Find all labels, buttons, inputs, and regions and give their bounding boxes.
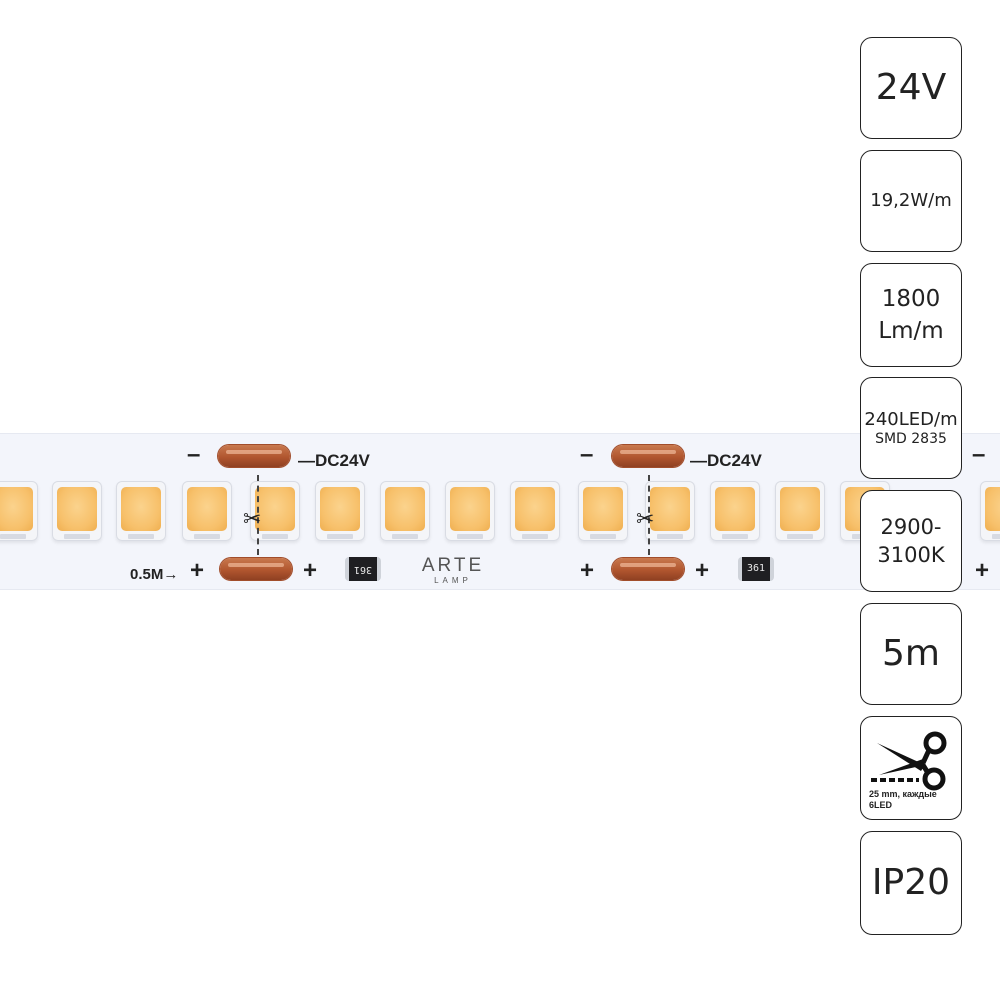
cut-line [257, 475, 259, 555]
cut-text-line2: 6LED [869, 800, 893, 810]
cct-badge: 2900- 3100K [860, 490, 962, 592]
lumen-value: 1800 [881, 286, 941, 312]
length-badge: 5m [860, 603, 962, 705]
plus-sign: + [695, 557, 710, 584]
cut-badge: 25 mm, каждые 6LED [860, 716, 962, 820]
cut-interval-text: 25 mm, каждые 6LED [861, 789, 961, 811]
plus-sign: + [190, 557, 205, 584]
plus-sign: + [580, 557, 595, 584]
led-chip [510, 481, 560, 541]
led-chip [182, 481, 232, 541]
cct-line1: 2900- [880, 515, 942, 539]
cut-text-line1: 25 mm, каждые [869, 789, 937, 799]
scissors-icon: ✂ [636, 507, 655, 532]
led-chip [775, 481, 825, 541]
voltage-badge: 24V [860, 37, 962, 139]
voltage-label: —DC24V [690, 451, 762, 470]
ip-badge: IP20 [860, 831, 962, 935]
cut-line [648, 475, 650, 555]
power-badge: 19,2W/m [860, 150, 962, 252]
led-chip [0, 481, 38, 541]
led-chip [578, 481, 628, 541]
led-type-value: SMD 2835 [875, 430, 947, 447]
brand-sub: LAMP [434, 576, 472, 585]
cct-line2: 3100K [877, 543, 945, 567]
solder-pad-top [612, 445, 684, 467]
solder-pad-top [218, 445, 290, 467]
plus-sign: + [975, 557, 990, 584]
led-chip [980, 481, 1000, 541]
minus-sign: – [187, 441, 201, 468]
led-count-value: 240LED/m [864, 408, 958, 430]
ip-value: IP20 [871, 862, 951, 903]
minus-sign: – [580, 441, 594, 468]
led-strip: ✂ ✂ – – – + + + + + —DC24V —DC24V 0.5M→ … [0, 433, 1000, 590]
solder-pad-bottom [612, 558, 684, 580]
led-chip [445, 481, 495, 541]
power-value: 19,2W/m [870, 190, 952, 211]
voltage-value: 24V [875, 67, 947, 108]
led-chip [645, 481, 695, 541]
scissors-icon [871, 731, 947, 791]
length-value: 5m [882, 633, 940, 674]
solder-pad-bottom [220, 558, 292, 580]
led-chip [710, 481, 760, 541]
led-chip [52, 481, 102, 541]
led-chip [315, 481, 365, 541]
lumen-badge: 1800 Lm/m [860, 263, 962, 367]
scissors-icon: ✂ [243, 507, 262, 532]
section-marker: 0.5M→ [130, 566, 179, 583]
minus-sign: – [972, 441, 986, 468]
led-count-badge: 240LED/m SMD 2835 [860, 377, 962, 479]
voltage-label: —DC24V [298, 451, 370, 470]
brand-logo: ARTE LAMP [414, 555, 492, 586]
brand-name: ARTE [421, 555, 485, 576]
resistor: 361 [738, 557, 774, 581]
lumen-unit: Lm/m [878, 318, 944, 344]
led-chip [380, 481, 430, 541]
resistor: 361 [345, 557, 381, 581]
led-chip [116, 481, 166, 541]
plus-sign: + [303, 557, 318, 584]
